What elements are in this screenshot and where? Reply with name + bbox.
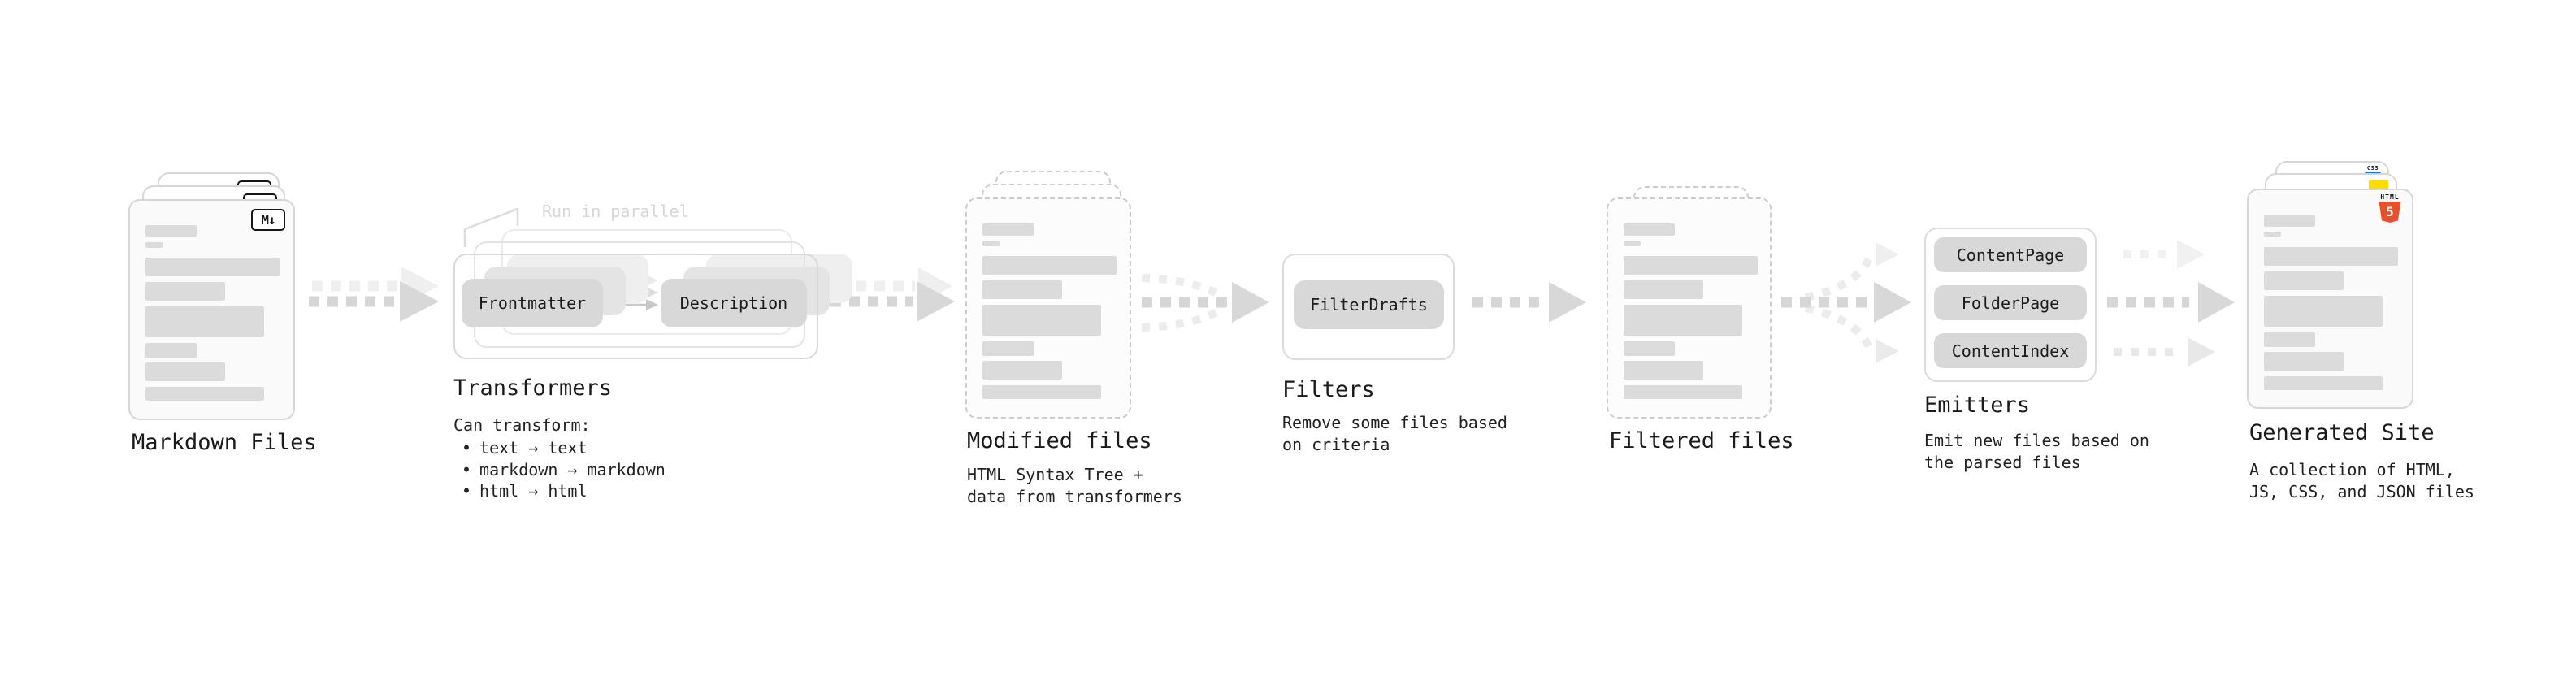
content-line <box>145 282 225 301</box>
content-line <box>2264 332 2315 347</box>
arrow-emitters-to-site <box>2107 240 2235 367</box>
content-line <box>1624 241 1641 246</box>
css-badge-label: CSS <box>2366 165 2379 171</box>
stage-description: on criteria <box>1282 435 1390 454</box>
bullet-text: markdown → markdown <box>479 460 666 479</box>
document-card: M↓ <box>128 199 295 420</box>
content-line <box>2264 215 2315 227</box>
content-line <box>145 258 280 276</box>
arrow-filtered-to-emitters-fan-out <box>1781 242 1911 363</box>
content-line <box>982 241 1000 246</box>
content-line <box>2264 271 2344 290</box>
flow-arrowhead <box>917 281 955 322</box>
content-line <box>1624 305 1742 336</box>
document-card: HTML 5 <box>2247 189 2413 409</box>
fan-curve-bottom <box>1141 305 1225 332</box>
bullet-glyph: • <box>462 438 472 458</box>
flow-arrowhead <box>2177 240 2205 269</box>
html5-shield: 5 <box>2379 202 2401 223</box>
content-line <box>145 306 264 337</box>
content-line <box>145 343 197 358</box>
arrow-markdown-to-transformers <box>309 267 439 322</box>
stage-label: Generated Site <box>2249 420 2435 445</box>
content-line <box>2264 296 2383 327</box>
document-content <box>2264 215 2404 399</box>
content-line <box>2264 247 2398 266</box>
stage-label: Markdown Files <box>132 430 317 455</box>
flow-arrowhead <box>401 267 439 306</box>
document-card-dashed <box>965 197 1131 419</box>
stage-description: HTML Syntax Tree + <box>967 465 1143 484</box>
stage-label: Filtered files <box>1609 428 1794 453</box>
content-line <box>982 305 1101 336</box>
content-line <box>982 256 1117 275</box>
content-line <box>982 280 1062 299</box>
flow-arrowhead <box>2188 337 2215 367</box>
fan-arrowhead-bottom <box>1876 339 1899 363</box>
fan-curve-top <box>1804 254 1875 301</box>
bullet-glyph: • <box>462 460 472 479</box>
arrow-modified-to-filters-fan-in <box>1141 274 1269 332</box>
content-line <box>982 385 1101 399</box>
content-line <box>2264 376 2383 390</box>
flow-arrowhead <box>1874 282 1911 323</box>
content-line <box>982 361 1062 380</box>
markdown-icon: M↓ <box>251 209 285 231</box>
bullet-glyph: • <box>462 481 472 501</box>
flow-arrowhead <box>918 267 952 305</box>
transformer-pill-description: Description <box>661 279 807 327</box>
stage-label: Filters <box>1282 377 1375 402</box>
stage-description: the parsed files <box>1924 453 2081 472</box>
emitter-pill-contentpage: ContentPage <box>1934 237 2087 272</box>
content-line <box>982 341 1034 356</box>
arrow-filters-to-filtered <box>1472 282 1586 323</box>
stage-description: Remove some files based <box>1282 413 1507 432</box>
transform-bullet-item: • text → text <box>462 439 588 457</box>
stage-label: Modified files <box>967 428 1152 453</box>
document-content <box>1624 223 1762 409</box>
content-line <box>145 387 264 401</box>
content-line <box>982 223 1034 236</box>
fan-curve-top <box>1141 274 1225 301</box>
document-card-dashed <box>1607 197 1772 419</box>
transform-bullet-item: • html → html <box>462 482 588 500</box>
stage-description: JS, CSS, and JSON files <box>2249 482 2474 501</box>
filter-pill-filterdrafts: FilterDrafts <box>1294 280 1444 329</box>
bullet-text: html → html <box>479 481 588 501</box>
content-line <box>145 225 197 237</box>
stage-label: Transformers <box>453 375 613 401</box>
content-line <box>145 362 225 381</box>
fan-curve-bottom <box>1804 304 1875 352</box>
flow-arrowhead <box>400 281 439 322</box>
run-in-parallel-annotation: Run in parallel <box>542 202 689 221</box>
flow-arrowhead <box>1549 282 1586 323</box>
content-line <box>1624 341 1675 356</box>
flow-arrowhead <box>2198 282 2235 323</box>
transformer-box-front <box>453 254 818 359</box>
content-line <box>2264 352 2344 371</box>
content-line <box>1624 256 1758 275</box>
stage-description: Emit new files based on <box>1924 431 2149 450</box>
stage-description: A collection of HTML, <box>2249 460 2455 479</box>
stage-label: Emitters <box>1924 393 2031 418</box>
stage-description: Can transform: <box>453 415 591 435</box>
transformer-pill-frontmatter: Frontmatter <box>462 279 603 327</box>
stage-description: data from transformers <box>967 487 1182 506</box>
flow-arrowhead <box>1232 282 1269 323</box>
content-line <box>1624 361 1703 380</box>
document-content <box>145 225 285 410</box>
content-line <box>145 242 163 248</box>
html5-icon: HTML 5 <box>2376 194 2404 223</box>
emitter-pill-contentindex: ContentIndex <box>1934 333 2087 368</box>
html5-word: HTML <box>2380 193 2400 201</box>
transform-bullet-item: • markdown → markdown <box>462 461 666 479</box>
content-line <box>1624 223 1675 236</box>
content-line <box>1624 385 1742 399</box>
content-line <box>2264 232 2281 237</box>
document-content <box>982 223 1121 409</box>
content-line <box>1624 280 1703 299</box>
emitter-pill-folderpage: FolderPage <box>1934 285 2087 320</box>
bullet-text: text → text <box>479 438 588 458</box>
fan-arrowhead-top <box>1876 242 1899 267</box>
